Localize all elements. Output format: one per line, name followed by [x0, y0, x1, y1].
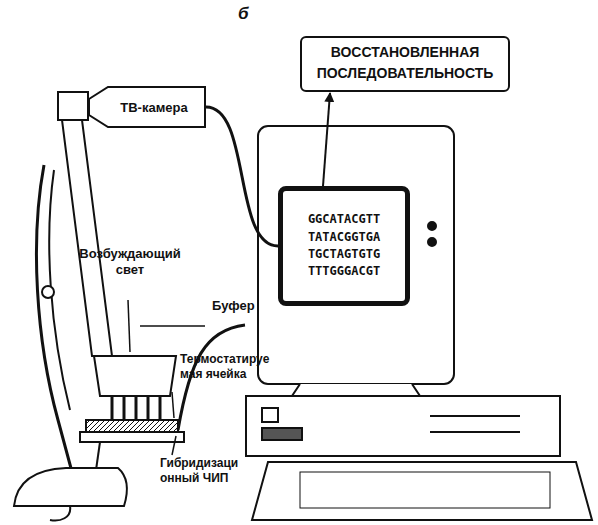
- power-cable: [50, 506, 70, 520]
- output-arrow: [323, 93, 330, 186]
- drive-bay: [262, 408, 278, 422]
- cell-leader: [172, 392, 174, 418]
- microscope-base: [14, 468, 127, 506]
- node-text: ТВ-камера: [106, 100, 187, 115]
- node-text: ВОССТАНОВЛЕННАЯ ПОСЛЕДОВАТЕЛЬНОСТЬ: [310, 42, 500, 84]
- stage-post: [96, 442, 100, 470]
- thermostat-cell: [80, 432, 184, 442]
- chip-leader: [172, 436, 176, 455]
- microscope-arm: [36, 165, 72, 472]
- result-box: ВОССТАНОВЛЕННАЯ ПОСЛЕДОВАТЕЛЬНОСТЬ: [300, 36, 510, 92]
- part-label: Возбуждающий свет: [74, 246, 186, 279]
- display-screen: GGCATACGTT TATACGGTGA TGCTAGTGTG TTTGGGA…: [278, 186, 410, 306]
- monitor-frame: [258, 126, 454, 384]
- monitor-button: [428, 222, 436, 230]
- panel-letter: б: [238, 3, 249, 24]
- keyboard: [252, 462, 592, 520]
- monitor-button: [428, 238, 436, 246]
- floppy-slot: [262, 428, 302, 440]
- keyboard-keys: [300, 472, 550, 508]
- node-text: GGCATACGTT TATACGGTGA TGCTAGTGTG TTTGGGA…: [304, 211, 383, 281]
- buffer-line: [140, 325, 205, 327]
- light-guides: [112, 396, 160, 420]
- objective-head: [94, 356, 176, 396]
- part-label: Термостатируе мая ячейка: [180, 352, 280, 382]
- monitor-stand: [292, 384, 420, 396]
- part-label: Буфер: [212, 298, 255, 314]
- computer-case: [246, 396, 560, 456]
- camera-outline: [89, 87, 205, 127]
- light-leader: [128, 300, 130, 352]
- hybridization-chip: [86, 420, 178, 432]
- drive-slot: [430, 431, 520, 433]
- drive-slot: [430, 415, 520, 417]
- tv-camera-box: ТВ-камера: [88, 86, 206, 128]
- part-label: Гибридизаци онный ЧИП: [160, 456, 252, 486]
- camera-cable: [206, 107, 278, 246]
- focus-knob: [42, 286, 54, 298]
- microscope-tube: [62, 120, 112, 356]
- camera-mount: [58, 92, 88, 120]
